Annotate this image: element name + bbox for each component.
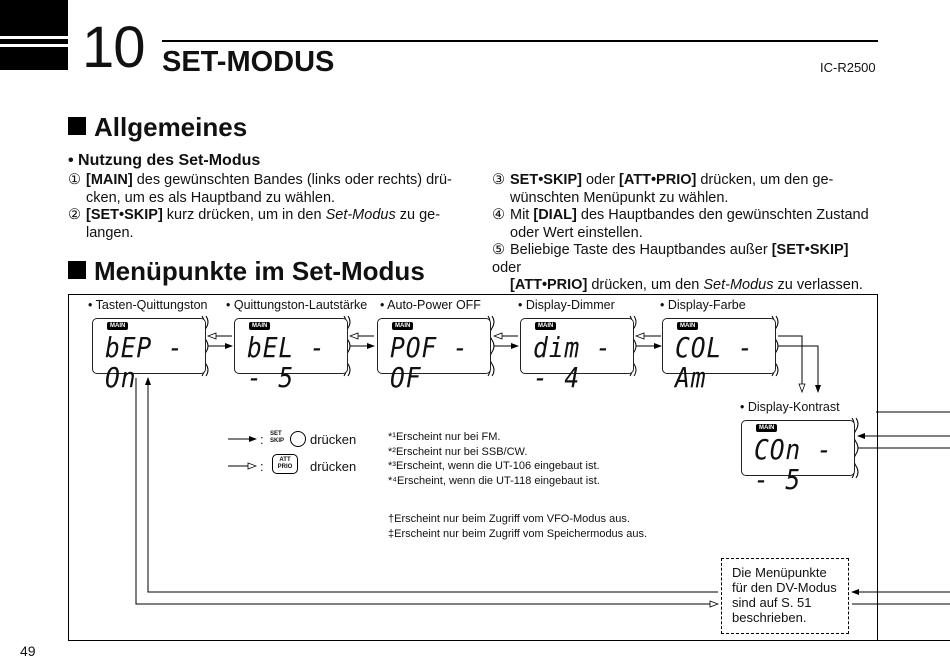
lcd-readout: bEL -- 5 — [247, 331, 326, 394]
legend-text: drücken — [310, 459, 357, 474]
lcd-readout: dim -- 4 — [533, 331, 612, 394]
square-bullet-icon — [68, 117, 86, 135]
section-heading-general: Allgemeines — [68, 112, 247, 142]
menu-label: • Auto-Power OFF — [380, 298, 481, 312]
chapter-tab-stripe — [0, 36, 68, 39]
chapter-title: SET-MODUS — [162, 46, 335, 78]
lcd-readout: COn -- 5 — [754, 433, 833, 496]
square-bullet-icon — [68, 261, 86, 279]
dv-mode-note-box: Die Menüpunkte für den DV-Modus sind auf… — [721, 558, 849, 634]
diagram-frame-bottom — [68, 640, 950, 641]
lcd-readout: bEP -On — [105, 331, 184, 394]
step-1: ①[MAIN] des gewünschten Bandes (links od… — [68, 172, 452, 206]
menu-label: • Tasten-Quittungston — [88, 298, 208, 312]
legend-text: drücken — [310, 432, 357, 447]
legend-colon: : — [260, 459, 264, 474]
subsection-heading: • Nutzung des Set-Modus — [68, 152, 261, 169]
footnotes: *¹Erscheint nur bei FM. *²Erscheint nur … — [388, 431, 600, 487]
page-number: 49 — [20, 643, 36, 659]
footnotes-access: †Erscheint nur beim Zugriff vom VFO-Modu… — [388, 513, 648, 540]
lcd-readout: POF -OF — [390, 331, 469, 394]
chapter-tab-block — [0, 0, 68, 70]
diagram-frame — [68, 294, 878, 641]
chapter-tab-stripe — [0, 44, 68, 47]
legend-colon: : — [260, 432, 264, 447]
header-rule — [162, 40, 878, 42]
model-name: IC-R2500 — [820, 60, 876, 75]
menu-label: • Display-Kontrast — [740, 400, 840, 414]
menu-label: • Display-Dimmer — [518, 298, 615, 312]
menu-label: • Quittungston-Lautstärke — [226, 298, 368, 312]
step-2: ②[SET•SKIP] kurz drücken, um in den Set-… — [68, 207, 441, 241]
set-skip-button-icon — [290, 431, 306, 447]
menu-label: • Display-Farbe — [660, 298, 746, 312]
section-heading-menu: Menüpunkte im Set-Modus — [68, 256, 425, 286]
lcd-readout: COL -Am — [675, 331, 754, 394]
chapter-number: 10 — [82, 15, 146, 80]
